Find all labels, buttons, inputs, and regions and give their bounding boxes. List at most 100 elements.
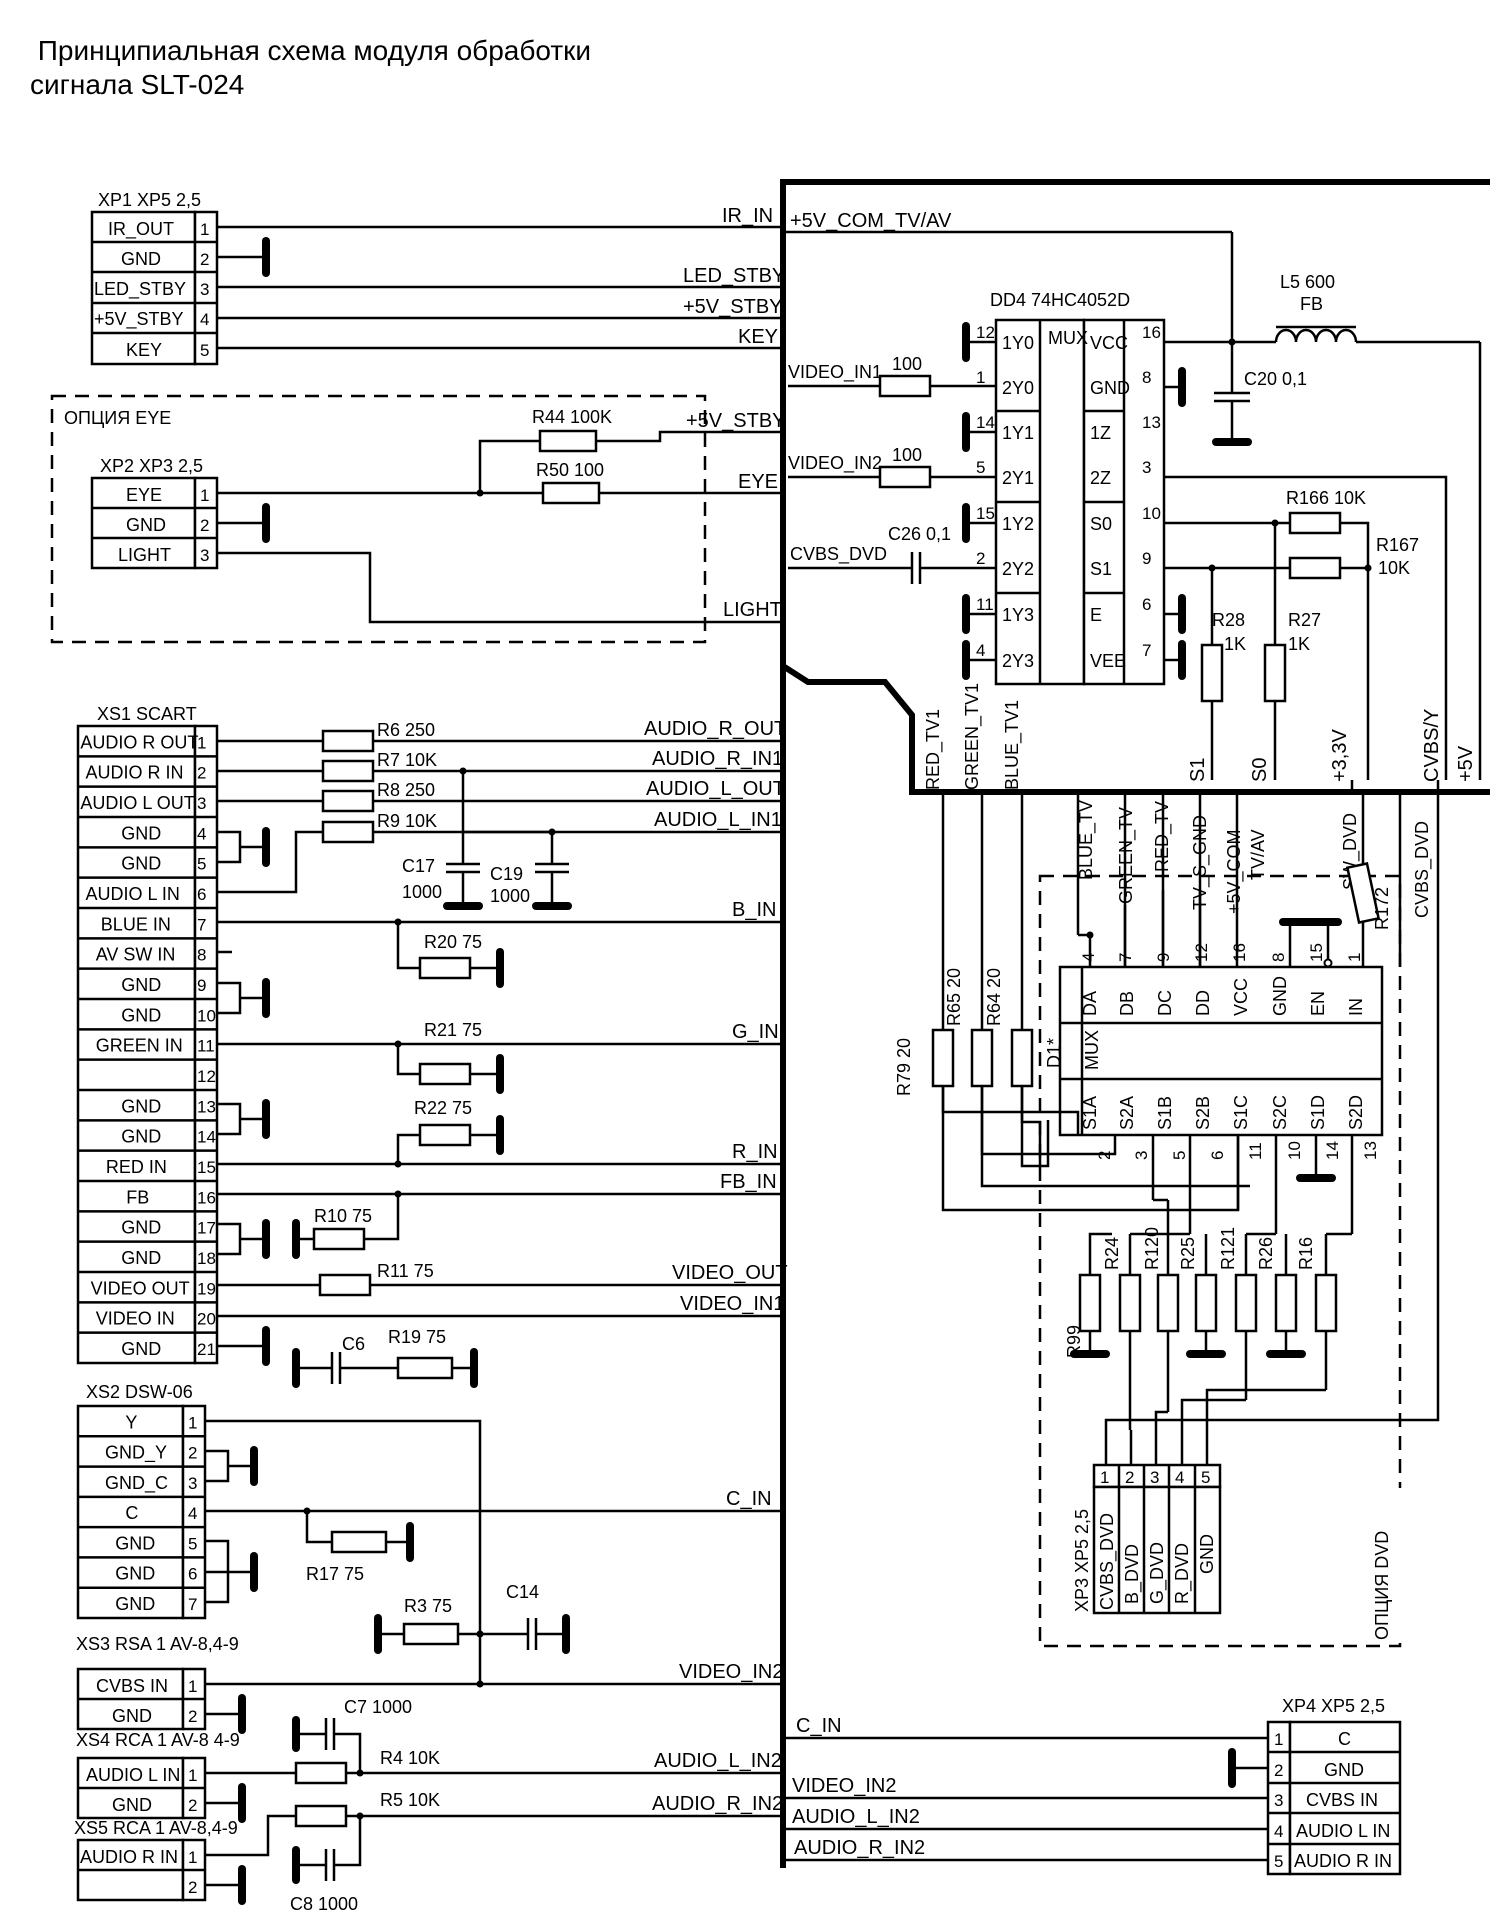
label-c14: C14 <box>506 1582 539 1602</box>
net-video-out: VIDEO_OUT <box>672 1262 788 1284</box>
option-dvd-frame <box>1038 874 1402 1648</box>
d1-bottom-pin-number-5: 11 <box>1246 1142 1265 1160</box>
resistor-r7 <box>321 759 375 783</box>
dd4-right-pin-2: GND <box>1090 378 1130 398</box>
label-r25: R25 <box>1178 1237 1198 1270</box>
resistor-r24 <box>1118 1273 1142 1333</box>
title-line-2: сигнала SLT-024 <box>30 69 245 100</box>
connector-xp2: XP2 XP3 2,5 EYE GND LIGHT 123 <box>90 456 219 570</box>
d1-bottom-pin-6: S2C <box>1270 1095 1290 1130</box>
ic-dd4: DD4 74HC4052D MUX 1Y0122Y011Y1142Y151Y21… <box>976 290 1166 686</box>
label-c8: C8 1000 <box>290 1894 358 1914</box>
xs1-pin-10: GND <box>121 1005 161 1025</box>
dd4-left-pin-2: 2Y0 <box>1002 378 1034 398</box>
xs4-title: XS4 RCA 1 AV-8 4-9 <box>76 1730 240 1750</box>
dd4-mux: MUX <box>1048 328 1088 348</box>
svg-text:1: 1 <box>188 1413 197 1432</box>
svg-text:2: 2 <box>188 1444 197 1463</box>
net-red-tv1: RED_TV1 <box>923 709 944 790</box>
label-r4: R4 10K <box>380 1748 440 1768</box>
resistor-r28 <box>1200 643 1224 703</box>
port-cvbs-y: CVBS/Y <box>1421 709 1443 782</box>
d1-bottom-pin-2: S2A <box>1117 1096 1137 1130</box>
label-r121: R121 <box>1218 1227 1238 1270</box>
label-c17-value: 1000 <box>402 882 442 902</box>
resistor-r65 <box>970 1028 994 1088</box>
port-5v: +5V <box>1455 745 1477 782</box>
net-r-c-in: C_IN <box>796 1715 842 1737</box>
option-dvd-label: ОПЦИЯ DVD <box>1372 1531 1392 1640</box>
xs1-pin-6: AUDIO L IN <box>86 884 180 904</box>
d1-mux: MUX <box>1082 1030 1102 1070</box>
label-r65: R65 20 <box>944 968 964 1026</box>
xp1-title: XP1 XP5 2,5 <box>98 190 201 210</box>
net-r-audio-l-in2: AUDIO_L_IN2 <box>792 1806 920 1828</box>
xs3-pin-2: GND <box>112 1706 152 1726</box>
label-r21: R21 75 <box>424 1020 482 1040</box>
xs1-pin-5: GND <box>121 854 161 874</box>
resistor-r11 <box>318 1273 372 1297</box>
xs1-pin-19: VIDEO OUT <box>91 1278 190 1298</box>
resistor-r166 <box>1288 511 1342 535</box>
svg-text:20: 20 <box>197 1310 216 1329</box>
d1-bottom-pin-number-8: 13 <box>1361 1141 1380 1160</box>
svg-text:1: 1 <box>1100 1468 1109 1487</box>
dd4-right-pin-number-6: 9 <box>1142 549 1151 568</box>
title-line-1: Принципиальная схема модуля обработки <box>30 35 592 66</box>
svg-text:2: 2 <box>200 250 209 269</box>
label-r10: R10 75 <box>314 1206 372 1226</box>
resistor-r167 <box>1288 556 1342 580</box>
svg-text:3: 3 <box>197 794 206 813</box>
xs5-pin-1: AUDIO R IN <box>80 1847 178 1867</box>
d1-top-pin-number-6: 8 <box>1269 953 1288 962</box>
xp3-pin-3: G_DVD <box>1147 1542 1168 1604</box>
svg-text:4: 4 <box>188 1504 197 1523</box>
svg-text:2: 2 <box>188 1796 197 1815</box>
dd4-left-pin-number-6: 2 <box>976 549 985 568</box>
net-tv-av: TV/AV <box>1248 829 1268 880</box>
xs1-pin-15: RED IN <box>106 1157 167 1177</box>
xs1-pin-18: GND <box>121 1248 161 1268</box>
xp4-pin-3: CVBS IN <box>1306 1790 1378 1810</box>
xs2-pin-6: GND <box>115 1564 155 1584</box>
svg-text:1: 1 <box>200 220 209 239</box>
svg-text:2: 2 <box>1274 1761 1283 1780</box>
svg-text:19: 19 <box>197 1279 216 1298</box>
dd4-right-pin-1: VCC <box>1090 333 1128 353</box>
svg-text:1: 1 <box>197 733 206 752</box>
d1-top-pin-4: DD <box>1193 990 1213 1016</box>
xs1-pin-2: AUDIO R IN <box>86 763 184 783</box>
net-audio-r-in1: AUDIO_R_IN1 <box>652 748 783 770</box>
svg-text:5: 5 <box>200 341 209 360</box>
dd4-left-pin-1: 1Y0 <box>1002 333 1034 353</box>
svg-text:13: 13 <box>197 1097 216 1116</box>
label-r99: R99 <box>1064 1325 1084 1358</box>
dd4-left-pin-number-7: 11 <box>976 595 994 614</box>
label-r3: R3 75 <box>404 1596 452 1616</box>
xs1-pin-14: GND <box>121 1127 161 1147</box>
dd4-right-pin-number-7: 6 <box>1142 595 1151 614</box>
label-r167: R167 <box>1376 535 1419 555</box>
net-blue-tv1: BLUE_TV1 <box>1002 700 1023 790</box>
label-r172: R172 <box>1372 887 1392 930</box>
svg-text:5: 5 <box>1201 1468 1210 1487</box>
label-r8: R8 250 <box>377 780 435 800</box>
d1-bottom-pin-4: S2B <box>1193 1096 1213 1130</box>
svg-text:15: 15 <box>197 1158 216 1177</box>
xs2-pin-3: GND_C <box>105 1473 168 1494</box>
svg-text:14: 14 <box>197 1128 216 1147</box>
net-5v-stby-2: +5V_STBY <box>686 410 786 432</box>
svg-text:7: 7 <box>188 1595 197 1614</box>
xs1-pin-13: GND <box>121 1096 161 1116</box>
xp1-pin-4: +5V_STBY <box>94 309 184 330</box>
d1-top-pin-1: DA <box>1080 991 1100 1016</box>
label-r19: R19 75 <box>388 1327 446 1347</box>
d1-top-pin-5: VCC <box>1231 978 1251 1016</box>
dd4-left-pin-number-2: 1 <box>976 368 985 387</box>
d1-top-pin-number-1: 4 <box>1079 953 1098 962</box>
d1-bottom-pin-number-1: 2 <box>1095 1151 1114 1160</box>
dd4-left-pin-7: 1Y3 <box>1002 605 1034 625</box>
svg-text:17: 17 <box>197 1219 216 1238</box>
net-5v-stby: +5V_STBY <box>683 296 783 318</box>
